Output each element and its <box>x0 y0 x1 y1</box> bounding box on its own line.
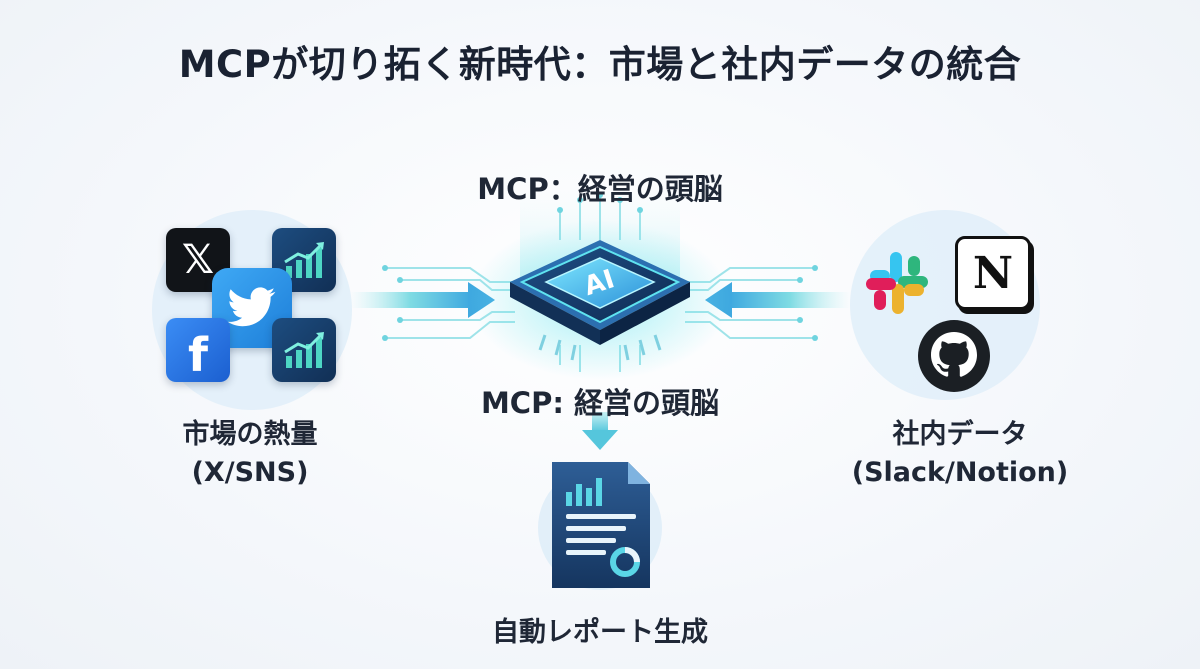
ai-chip-icon: AI <box>470 220 730 380</box>
facebook-glyph: f <box>187 328 208 382</box>
slack-icon <box>862 248 932 318</box>
internal-label-line2: (Slack/Notion) <box>851 457 1069 488</box>
x-icon: 𝕏 <box>166 228 230 292</box>
market-label-line1: 市場の熱量 <box>182 419 318 450</box>
internal-label-line1: 社内データ <box>892 419 1028 450</box>
hub-label-top: MCP：経営の頭脳 <box>477 172 723 206</box>
market-label: 市場の熱量 (X/SNS) <box>110 416 390 492</box>
arrow-to-report <box>582 412 618 450</box>
report-document-icon <box>538 462 662 590</box>
report-label: 自動レポート生成 <box>492 617 708 648</box>
market-label-line2: (X/SNS) <box>191 457 309 488</box>
x-glyph: 𝕏 <box>181 237 215 283</box>
internal-label: 社内データ (Slack/Notion) <box>820 416 1100 492</box>
hub-label-bottom: MCP: 経営の頭脳 <box>480 386 720 420</box>
growth-chart-icon <box>272 318 336 382</box>
notion-glyph: N <box>972 247 1014 299</box>
facebook-icon: f <box>166 318 230 382</box>
notion-icon: N <box>955 236 1031 310</box>
page-title: MCPが切り拓く新時代：市場と社内データの統合 <box>178 43 1022 86</box>
github-icon <box>916 318 992 394</box>
